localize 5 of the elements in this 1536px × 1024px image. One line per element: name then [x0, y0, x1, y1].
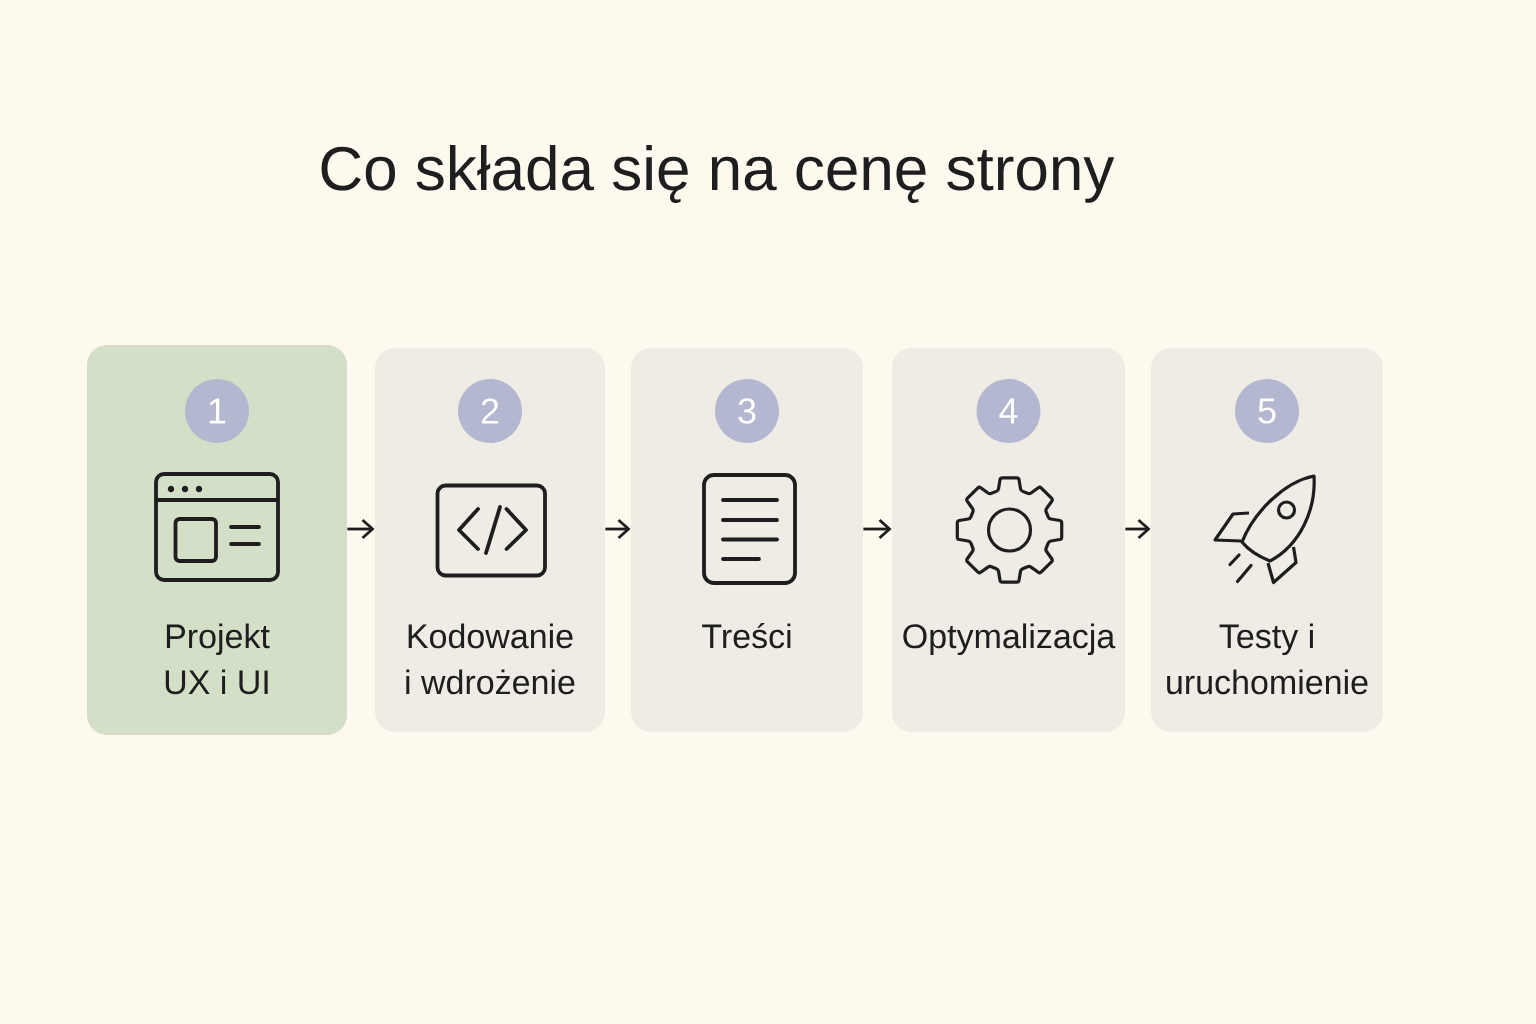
- arrow: [605, 518, 631, 540]
- arrow: [347, 518, 375, 540]
- arrow: [863, 518, 892, 540]
- arrow: [1125, 518, 1151, 540]
- title: Co składa się na cenę strony: [321, 145, 1115, 203]
